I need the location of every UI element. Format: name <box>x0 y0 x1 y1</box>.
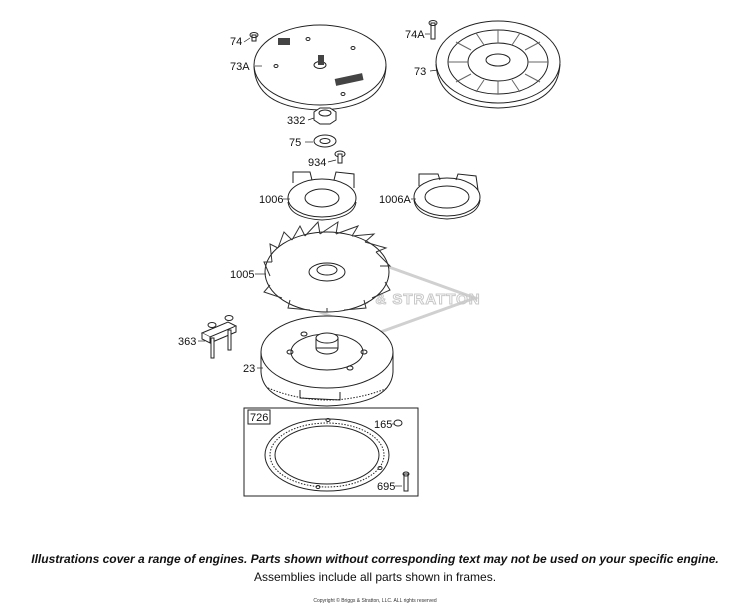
fan-1005-drawing <box>263 220 392 313</box>
screen-plate-73A-drawing <box>253 24 387 111</box>
part-label-23: 23 <box>243 363 255 375</box>
fan-retainer-1006A-drawing <box>413 173 481 220</box>
part-label-695: 695 <box>377 481 395 493</box>
fan-retainer-1006-drawing <box>287 171 357 221</box>
part-label-165: 165 <box>374 419 392 431</box>
assemblies-note: Assemblies include all parts shown in fr… <box>253 570 497 584</box>
screw-74-drawing <box>249 32 259 42</box>
part-label-74: 74 <box>230 36 242 48</box>
copyright-text: Copyright © Briggs & Stratton, LLC. ALL … <box>313 598 437 604</box>
screw-74A-drawing <box>428 20 438 40</box>
bracket-363-drawing <box>200 315 238 359</box>
flywheel-23-drawing <box>260 315 394 407</box>
nut-332-drawing <box>313 107 337 125</box>
part-label-332: 332 <box>287 115 305 127</box>
part-label-1006A: 1006A <box>379 194 411 206</box>
ring-gear-frame-726 <box>243 407 419 497</box>
part-label-363: 363 <box>178 336 196 348</box>
leader-lines <box>198 33 439 487</box>
part-label-74A: 74A <box>405 29 425 41</box>
part-label-73A: 73A <box>230 61 250 73</box>
part-label-726: 726 <box>250 412 268 424</box>
rotating-screen-73-drawing <box>435 20 561 109</box>
part-label-1006: 1006 <box>259 194 283 206</box>
washer-75-drawing <box>313 134 337 148</box>
disclaimer-text: Illustrations cover a range of engines. … <box>31 552 719 566</box>
screw-934-drawing <box>334 150 346 164</box>
part-label-75: 75 <box>289 137 301 149</box>
part-label-1005: 1005 <box>230 269 254 281</box>
part-label-934: 934 <box>308 157 326 169</box>
part-label-73: 73 <box>414 66 426 78</box>
exploded-parts-diagram: BRIGGS & STRATTON <box>178 20 561 497</box>
